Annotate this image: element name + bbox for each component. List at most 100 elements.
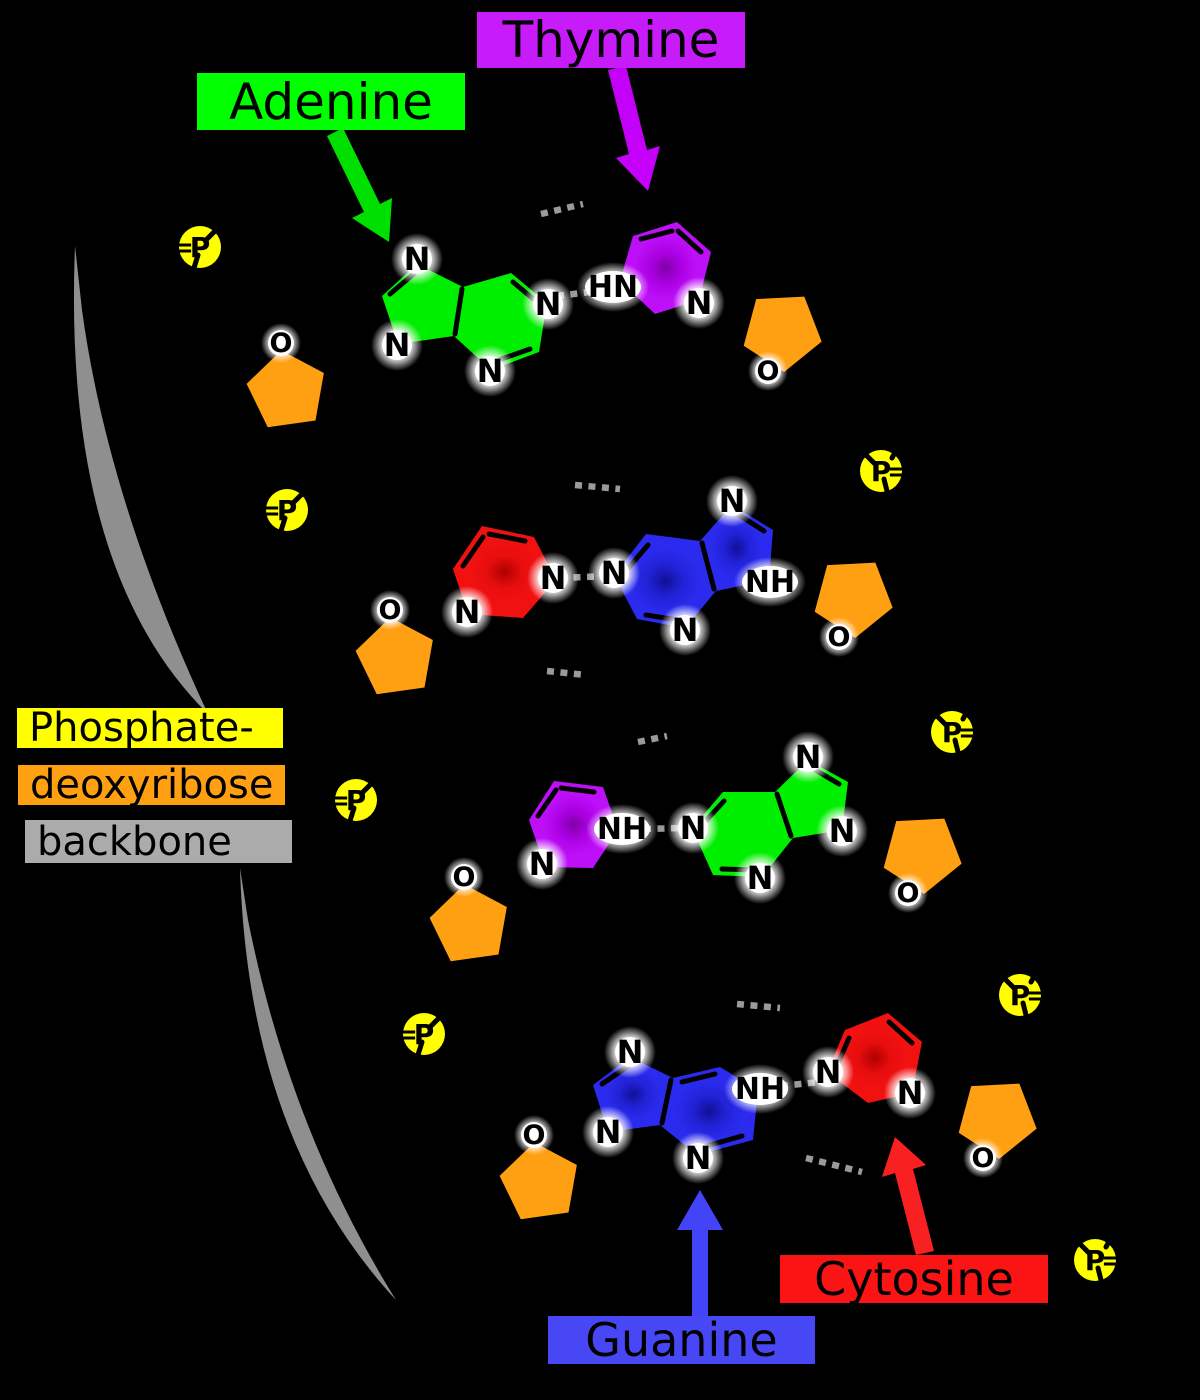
svg-text:O: O [270,328,293,359]
nitrogen-atom: N [667,802,719,854]
nitrogen-atom: N [782,731,834,783]
svg-text:O: O [757,356,780,387]
nitrogen-atom: N [673,277,725,329]
svg-text:N: N [686,284,713,322]
svg-text:N: N [595,1113,622,1151]
svg-text:NH: NH [597,812,647,847]
phosphorus-atom: P [942,716,963,749]
deoxyribose-pentagon [246,350,324,428]
svg-text:N: N [529,845,556,883]
backbone-label-deoxyribose: deoxyribose [18,765,285,805]
phosphate-double-bond: = [396,1020,418,1050]
oxygen-atom: O [514,1115,554,1155]
svg-text:N: N [747,859,774,897]
svg-text:N: N [672,611,699,649]
oxygen-atom: O [888,873,928,913]
svg-text:N: N [454,593,481,631]
svg-text:N: N [535,285,562,323]
phosphate-circle: P= [172,221,225,274]
adenine-arrow [327,128,392,242]
svg-text:O: O [379,595,402,626]
svg-text:N: N [719,482,746,520]
oxygen-atom: O [748,351,788,391]
svg-text:N: N [815,1053,842,1091]
pointer-arrows [327,66,934,1316]
oxygen-atom: O [963,1138,1003,1178]
svg-text:N: N [680,809,707,847]
adenine-label: Adenine [197,73,465,130]
nitrogen-atom: N [672,1132,724,1184]
svg-text:N: N [829,812,856,850]
backbone-label-phosphate: Phosphate- [17,708,283,748]
phosphate-circle: P= [928,705,980,759]
phosphorus-atom: P [277,494,298,527]
nitrogen-atom: N [516,838,568,890]
phosphorus-atom: P [190,231,211,264]
phosphorus-atom: P [1085,1244,1106,1277]
guanine-arrow [677,1190,723,1316]
oxygen-atom: O [261,323,301,363]
nitrogen-atom: N [659,604,711,656]
phosphate-double-bond: = [1101,1246,1123,1276]
deoxyribose-pentagon [355,617,433,695]
oxygen-atom: O [819,617,859,657]
thymine-arrow [608,66,660,191]
nitrogen-atom: N [706,475,758,527]
amine-group: HN [577,262,649,312]
phosphorus-atom: P [346,784,367,817]
nitrogen-atom: N [802,1046,854,1098]
nitrogen-atom: N [522,278,574,330]
svg-text:N: N [477,352,504,390]
phosphate-double-bond: = [958,718,980,748]
svg-text:N: N [795,738,822,776]
nitrogen-atom: N [391,233,443,285]
phosphate-double-bond: = [1026,981,1048,1011]
svg-text:NH: NH [745,565,795,600]
thymine-label: Thymine [477,12,745,68]
backbone-label-backbone: backbone [25,820,292,863]
phosphate-circle: P= [396,1008,449,1061]
svg-text:N: N [384,326,411,364]
nitrogen-atom: N [441,586,493,638]
phosphorus-atom: P [871,455,892,488]
nitrogen-atom: N [734,852,786,904]
phosphorus-atom: P [414,1018,435,1051]
phosphate-double-bond: = [328,786,350,816]
phosphate-double-bond: = [259,496,281,526]
nitrogen-atom: N [464,345,516,397]
svg-text:HN: HN [588,270,638,305]
svg-text:N: N [897,1074,924,1112]
amine-group: NH [724,1064,796,1114]
nitrogen-atom: N [582,1106,634,1158]
svg-text:N: N [601,554,628,592]
nitrogen-atom: N [816,805,868,857]
svg-text:NH: NH [735,1072,785,1107]
phosphate-circle: P= [328,774,381,827]
brace-upper-arc [73,246,208,714]
deoxyribose-pentagon [499,1142,577,1220]
phosphate-groups: P=P=P=P=P=P=P=P= [172,221,1123,1287]
phosphate-circle: P= [1071,1233,1123,1287]
nitrogen-atom: N [527,552,579,604]
nitrogen-atom: N [588,547,640,599]
brace-lower-arc [240,868,396,1300]
svg-text:O: O [828,622,851,653]
oxygen-atom: O [370,590,410,630]
phosphorus-atom: P [1010,979,1031,1012]
svg-text:N: N [404,240,431,278]
svg-text:N: N [685,1139,712,1177]
guanine-label: Guanine [548,1316,815,1364]
deoxyribose-pentagon [429,884,507,962]
svg-text:N: N [540,559,567,597]
svg-text:O: O [523,1120,546,1151]
backbone-brace [73,246,396,1300]
nitrogen-atom: N [604,1026,656,1078]
phosphate-circle: P= [996,968,1048,1022]
phosphate-circle: P= [857,444,909,498]
cytosine-label: Cytosine [780,1255,1048,1303]
phosphate-circle: P= [259,484,312,537]
amine-group: NH [734,557,806,607]
svg-text:O: O [972,1143,995,1174]
